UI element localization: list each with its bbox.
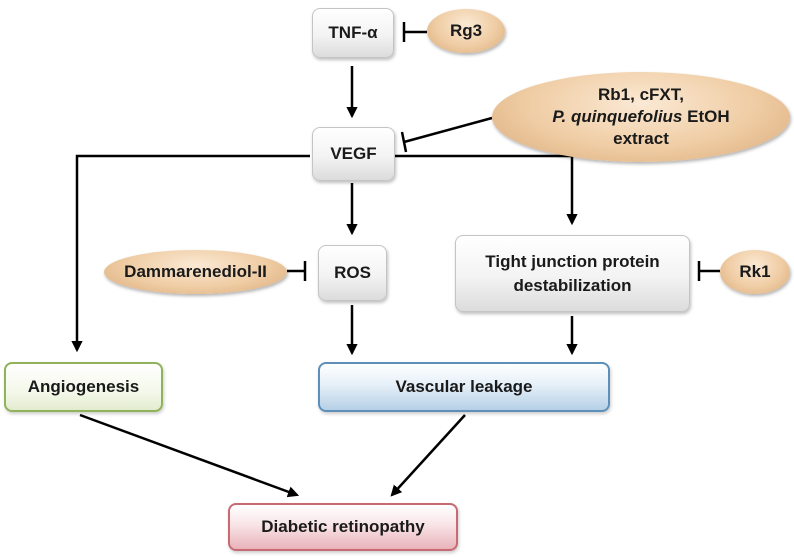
node-vascular-leakage: Vascular leakage	[318, 362, 610, 412]
arrow-leakage-to-retinopathy	[390, 414, 466, 497]
inhibitor-rb1-group: Rb1, cFXT, P. quinquefolius EtOH extract	[492, 72, 790, 162]
node-ros-label: ROS	[334, 263, 371, 282]
node-ros: ROS	[318, 245, 387, 301]
inhibitor-rk1: Rk1	[720, 250, 790, 294]
arrow-angiogenesis-to-retinopathy	[79, 413, 300, 498]
inhibitor-rg3-label: Rg3	[449, 21, 483, 40]
inhibit-rb1-to-vegf	[403, 116, 493, 144]
inhibitor-rg3: Rg3	[427, 9, 505, 53]
inhibit-rb1-bar	[400, 131, 408, 153]
node-vegf: VEGF	[312, 127, 395, 181]
inhibitor-rb1-line2: P. quinquefolius EtOH	[552, 106, 729, 128]
arrow-vegf-to-angiogenesis	[71, 154, 310, 353]
node-tight-junction-line1: Tight junction protein	[485, 251, 660, 271]
node-tight-junction-line2: destabilization	[513, 275, 632, 295]
inhibitor-rk1-label: Rk1	[739, 262, 771, 281]
inhibitor-rb1-species: P. quinquefolius	[552, 107, 683, 126]
node-tnf-alpha-label: TNF-α	[328, 23, 378, 42]
node-diabetic-retinopathy-label: Diabetic retinopathy	[261, 517, 425, 536]
node-tight-junction: Tight junction protein destabilization	[455, 235, 690, 312]
node-vegf-label: VEGF	[330, 144, 377, 163]
arrow-vegf-to-tight-junction	[395, 154, 578, 226]
node-tnf-alpha: TNF-α	[312, 8, 394, 58]
node-diabetic-retinopathy: Diabetic retinopathy	[228, 503, 458, 551]
node-vascular-leakage-label: Vascular leakage	[395, 377, 533, 396]
inhibitor-rb1-etoh: EtOH	[682, 107, 730, 126]
node-angiogenesis: Angiogenesis	[4, 362, 163, 412]
node-angiogenesis-label: Angiogenesis	[27, 377, 140, 396]
inhibitor-rb1-line1: Rb1, cFXT,	[598, 85, 684, 104]
inhibitor-dammarenediol: Dammarenediol-II	[104, 250, 287, 294]
inhibitor-rb1-line3: extract	[613, 129, 669, 148]
inhibitor-dammarenediol-label: Dammarenediol-II	[124, 262, 267, 281]
